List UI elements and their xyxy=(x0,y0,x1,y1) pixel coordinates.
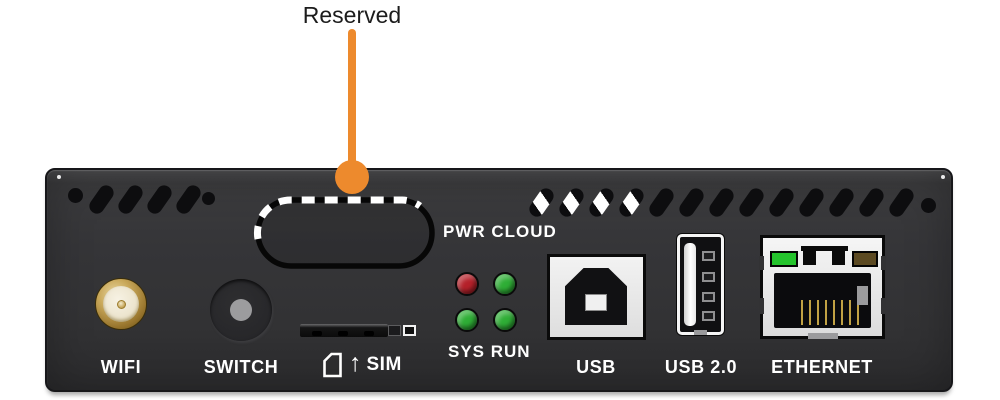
led-bottom-label: SYS RUN xyxy=(448,342,531,361)
vent-slot xyxy=(706,185,737,220)
reserved-slot-outline xyxy=(253,196,435,269)
vent-slot xyxy=(646,185,677,220)
led-top-label: PWR CLOUD xyxy=(443,222,557,241)
ethernet-label: ETHERNET xyxy=(771,357,873,377)
usb-a-contact xyxy=(702,311,715,321)
ethernet-shell-notch xyxy=(881,256,886,270)
vent-slot xyxy=(115,182,146,217)
usb-a-contact xyxy=(702,272,715,282)
sim-slot-contact xyxy=(312,331,322,336)
usb-b-receptacle xyxy=(565,268,627,325)
vent-slot xyxy=(796,185,827,220)
vent-hole xyxy=(68,188,83,203)
vent-slot xyxy=(144,182,175,217)
vent-slot xyxy=(856,185,887,220)
vent-slot xyxy=(736,185,767,220)
corner-glint xyxy=(941,175,945,179)
sim-card-icon xyxy=(323,352,342,378)
sim-label: SIM xyxy=(366,354,402,375)
usb-b-contact-block xyxy=(585,294,607,311)
vent-slot xyxy=(616,185,647,220)
wifi-label: WIFI xyxy=(100,357,142,377)
ethernet-shell-notch xyxy=(881,298,886,314)
ethernet-top-rail xyxy=(801,246,848,251)
usb-a-contact xyxy=(702,292,715,302)
led-cloud xyxy=(493,272,517,296)
vent-slot xyxy=(676,185,707,220)
usb-label: USB xyxy=(576,357,616,377)
switch-label: SWITCH xyxy=(203,357,279,377)
vent-slot xyxy=(886,185,917,220)
vent-hole xyxy=(921,198,936,213)
wifi-antenna-connector-icon xyxy=(95,278,147,330)
sim-slot-contact xyxy=(338,331,348,336)
ethernet-cavity-detail xyxy=(857,286,868,305)
ethernet-activity-led xyxy=(852,251,878,267)
switch-button-cap xyxy=(230,299,252,321)
ethernet-shell-notch xyxy=(759,256,764,270)
ethernet-gold-pins xyxy=(801,300,859,325)
device-panel: PWR CLOUD SYS RUN xyxy=(45,168,953,392)
led-pwr xyxy=(455,272,479,296)
usb-a-contact xyxy=(702,251,715,261)
wifi-connector-dielectric xyxy=(103,286,139,322)
ethernet-port-icon xyxy=(759,235,886,339)
vent-slot xyxy=(556,185,587,220)
sim-slot-contact xyxy=(364,331,374,336)
corner-glint xyxy=(57,175,61,179)
vent-slot xyxy=(826,185,857,220)
usb-a-port-icon xyxy=(677,234,724,335)
vent-slot xyxy=(173,182,204,217)
led-run xyxy=(493,308,517,332)
usb-a-shell-tab xyxy=(694,330,707,335)
sim-slot-end xyxy=(388,325,401,336)
usb-a-tongue xyxy=(684,243,696,326)
switch-button xyxy=(210,279,272,341)
vent-hole xyxy=(202,192,215,205)
ethernet-latch xyxy=(808,333,838,339)
led-sys xyxy=(455,308,479,332)
usb2-label: USB 2.0 xyxy=(664,357,738,377)
ethernet-tab xyxy=(832,250,845,265)
vent-slot xyxy=(586,185,617,220)
ethernet-link-led xyxy=(770,251,798,267)
sim-label-group: ↑ SIM xyxy=(321,349,402,381)
vent-slot xyxy=(86,182,117,217)
vent-slot xyxy=(526,185,557,220)
ethernet-jack-cavity xyxy=(774,273,871,328)
ethernet-tab xyxy=(803,250,816,265)
up-arrow-icon: ↑ xyxy=(349,349,362,377)
ethernet-shell-notch xyxy=(759,298,764,314)
vent-slot xyxy=(766,185,797,220)
sim-slot xyxy=(300,324,388,337)
wifi-connector-pin xyxy=(117,300,126,309)
reserved-callout-label: Reserved xyxy=(302,2,402,28)
reserved-callout-dot xyxy=(335,160,369,194)
sim-eject-hole xyxy=(403,325,416,336)
reserved-callout-line xyxy=(348,29,356,165)
usb-b-port-icon xyxy=(547,254,646,340)
